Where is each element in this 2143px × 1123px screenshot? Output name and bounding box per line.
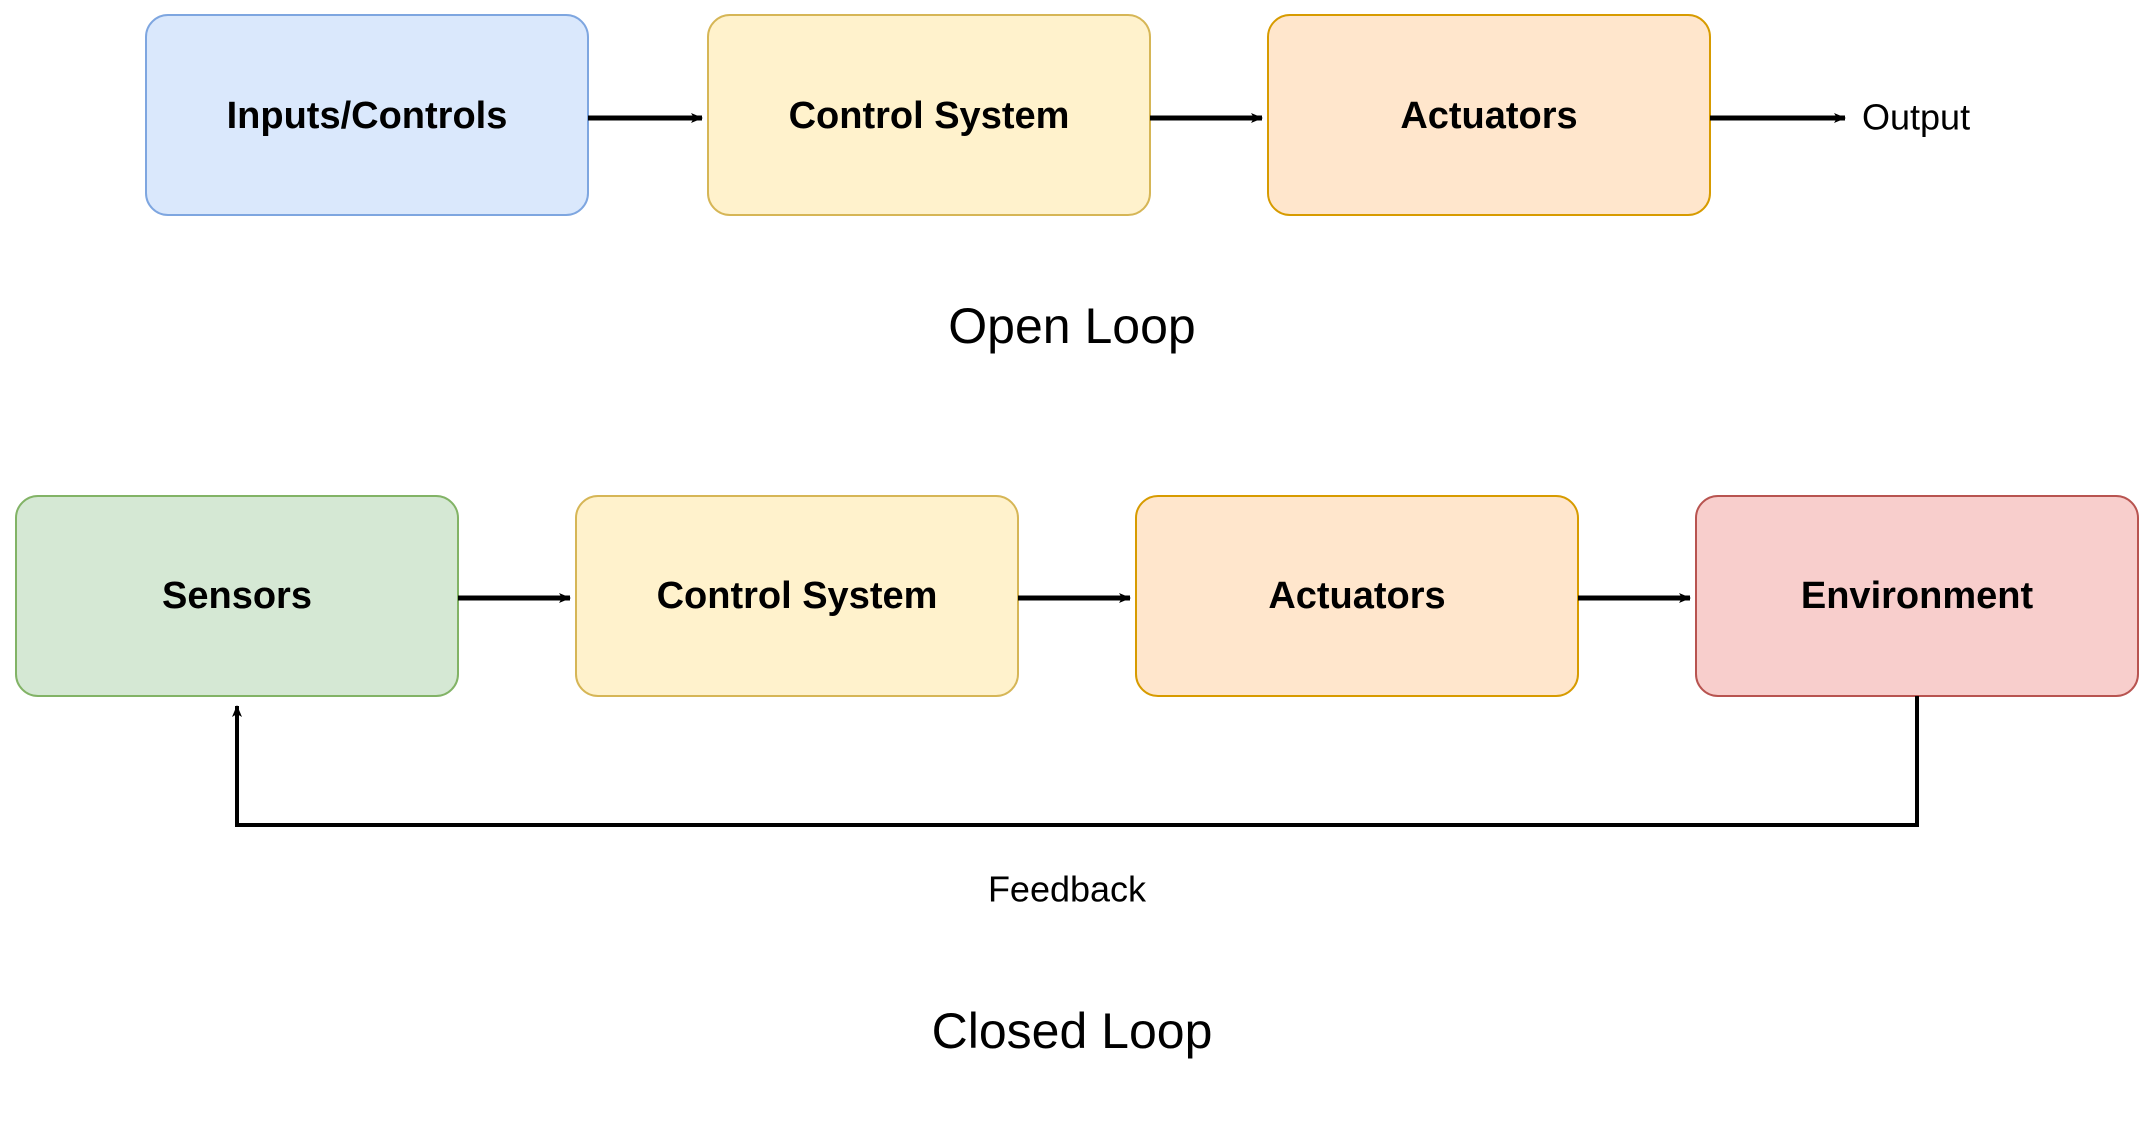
closed-loop-diagram: Sensors Control System Actuators Envir xyxy=(15,495,2139,1059)
node-sensors-label: Sensors xyxy=(162,575,312,617)
feedback-label: Feedback xyxy=(988,869,1147,910)
node-inputs-controls-label: Inputs/Controls xyxy=(227,95,508,137)
closed-loop-caption: Closed Loop xyxy=(932,1003,1213,1059)
node-actuators-2[interactable]: Actuators xyxy=(1135,495,1579,697)
node-environment[interactable]: Environment xyxy=(1695,495,2139,697)
node-control-system[interactable]: Control System xyxy=(707,14,1151,216)
node-actuators-shape[interactable] xyxy=(1267,14,1711,216)
node-control-system-2-label: Control System xyxy=(657,575,938,617)
node-actuators-label: Actuators xyxy=(1400,95,1577,137)
node-actuators[interactable]: Actuators xyxy=(1267,14,1711,216)
node-sensors[interactable]: Sensors xyxy=(15,495,459,697)
open-loop-caption: Open Loop xyxy=(948,298,1195,354)
node-actuators-2-label: Actuators xyxy=(1268,575,1445,617)
node-control-system-2[interactable]: Control System xyxy=(575,495,1019,697)
open-loop-diagram: Inputs/Controls Control System Actuators… xyxy=(145,14,1970,354)
node-environment-label: Environment xyxy=(1801,575,2034,617)
node-inputs-controls[interactable]: Inputs/Controls xyxy=(145,14,589,216)
output-label: Output xyxy=(1862,97,1970,138)
node-inputs-controls-shape[interactable] xyxy=(145,14,589,216)
node-control-system-shape[interactable] xyxy=(707,14,1151,216)
node-control-system-label: Control System xyxy=(789,95,1070,137)
edge-environment-to-sensors-feedback xyxy=(232,696,1919,827)
